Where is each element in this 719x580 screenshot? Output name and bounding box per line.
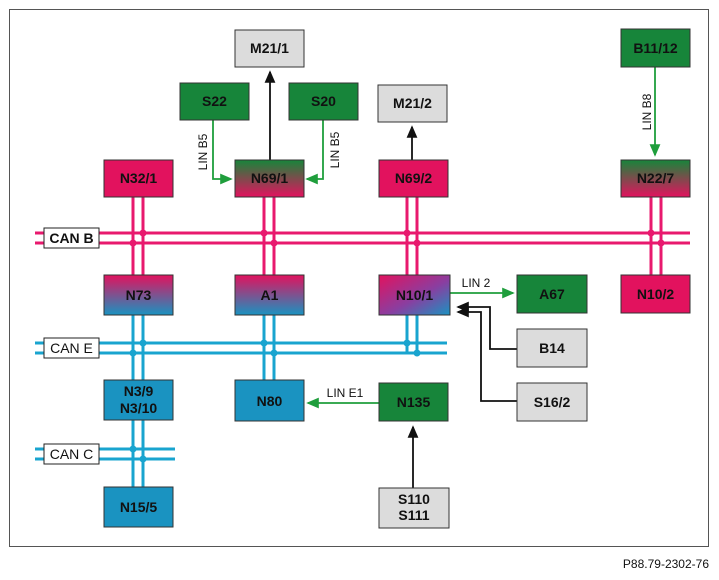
can-b-bus <box>35 197 690 275</box>
node-n15-5: N15/5 <box>103 486 174 528</box>
svg-text:N69/2: N69/2 <box>395 170 433 186</box>
can-b-label-box: CAN B <box>43 227 100 249</box>
node-n73: N73 <box>103 274 174 316</box>
can-b-label: CAN B <box>49 230 93 246</box>
lin-b5-left-line <box>212 120 233 185</box>
can-c-label: CAN C <box>50 446 94 462</box>
svg-text:S22: S22 <box>202 93 227 109</box>
lin-b8-label: LIN B8 <box>640 93 654 130</box>
svg-text:N3/10: N3/10 <box>120 400 158 416</box>
svg-text:N10/2: N10/2 <box>637 286 675 302</box>
can-e-label: CAN E <box>50 340 93 356</box>
svg-text:A67: A67 <box>539 286 565 302</box>
node-m21-2: M21/2 <box>377 84 448 123</box>
node-n10-1: N10/1 <box>378 274 451 316</box>
svg-text:N32/1: N32/1 <box>120 170 158 186</box>
svg-text:S110: S110 <box>398 491 430 507</box>
node-a1: A1 <box>234 274 305 316</box>
lin-b5-right-label: LIN B5 <box>328 131 342 168</box>
node-a67: A67 <box>516 274 588 314</box>
svg-text:S111: S111 <box>398 507 429 523</box>
node-n32-1: N32/1 <box>103 159 174 198</box>
svg-text:B11/12: B11/12 <box>633 40 678 56</box>
node-n22-7: N22/7 <box>620 159 691 198</box>
arrow-s16-2-to-n10-1 <box>456 306 517 402</box>
can-e-label-box: CAN E <box>43 337 100 359</box>
lin-arrows <box>212 67 661 409</box>
svg-text:S20: S20 <box>311 93 336 109</box>
figure-id: P88.79-2302-76 <box>622 557 709 571</box>
arrow-b14-to-n10-1 <box>456 301 517 350</box>
can-e-bus <box>35 315 447 380</box>
svg-text:N15/5: N15/5 <box>120 499 158 515</box>
node-s110-s111: S110 S111 <box>378 487 450 529</box>
svg-text:N80: N80 <box>257 393 283 409</box>
node-n3-9-n3-10: N3/9 N3/10 <box>103 379 174 421</box>
node-b14: B14 <box>516 328 588 368</box>
node-s20: S20 <box>288 82 359 121</box>
can-c-label-box: CAN C <box>43 443 100 465</box>
svg-text:N73: N73 <box>126 287 152 303</box>
node-n10-2: N10/2 <box>620 274 691 314</box>
svg-text:N10/1: N10/1 <box>396 287 434 303</box>
svg-text:S16/2: S16/2 <box>534 394 571 410</box>
diagram-frame <box>9 9 709 547</box>
lin-b5-right-line <box>305 120 324 185</box>
node-n80: N80 <box>234 379 305 422</box>
node-b11-12: B11/12 <box>620 28 691 68</box>
svg-text:N22/7: N22/7 <box>637 170 675 186</box>
svg-text:M21/1: M21/1 <box>250 40 289 56</box>
lin-e1-label: LIN E1 <box>327 386 364 400</box>
node-m21-1: M21/1 <box>234 29 305 68</box>
lin-b5-left-label: LIN B5 <box>196 133 210 170</box>
signal-arrows <box>264 70 517 488</box>
svg-text:N69/1: N69/1 <box>251 170 289 186</box>
node-n135: N135 <box>378 382 449 422</box>
node-n69-1: N69/1 <box>234 159 305 198</box>
node-s22: S22 <box>179 82 250 121</box>
svg-text:A1: A1 <box>261 287 279 303</box>
svg-text:M21/2: M21/2 <box>393 95 432 111</box>
lin-2-label: LIN 2 <box>462 276 491 290</box>
svg-text:N135: N135 <box>397 394 431 410</box>
node-s16-2: S16/2 <box>516 382 588 422</box>
node-n69-2: N69/2 <box>378 159 449 198</box>
svg-text:B14: B14 <box>539 340 565 356</box>
svg-text:N3/9: N3/9 <box>124 383 154 399</box>
